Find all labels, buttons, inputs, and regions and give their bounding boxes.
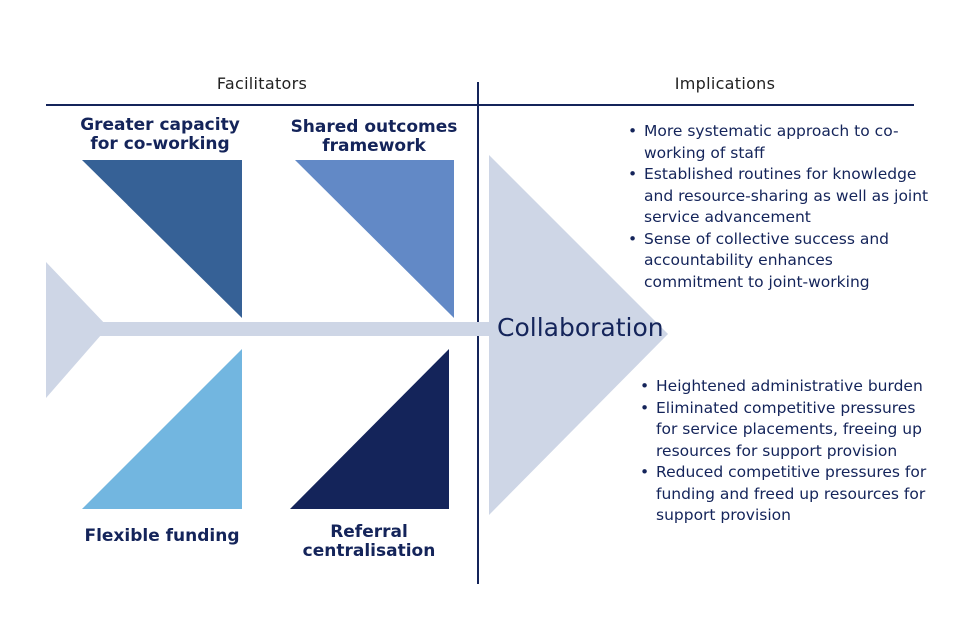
- implications-negative-list: Heightened administrative burden Elimina…: [638, 376, 941, 527]
- list-item: Established routines for knowledge and r…: [628, 164, 934, 229]
- triangle-flexible-funding: [82, 349, 242, 509]
- right-header-rule: [478, 104, 914, 106]
- list-item: Heightened administrative burden: [640, 376, 941, 398]
- label-text: Shared outcomes framework: [290, 117, 458, 156]
- list-item: Reduced competitive pressures for fundin…: [640, 462, 941, 527]
- label-referral-centralisation: Referral centralisation: [269, 523, 469, 561]
- facilitators-header: Facilitators: [216, 74, 308, 93]
- fish-tail: [46, 262, 108, 398]
- label-text: Referral centralisation: [302, 522, 436, 561]
- collaboration-label: Collaboration: [497, 313, 664, 342]
- label-flexible-funding: Flexible funding: [62, 527, 262, 546]
- implications-header: Implications: [674, 74, 776, 93]
- label-text: Flexible funding: [84, 526, 240, 546]
- left-header-rule: [46, 104, 478, 106]
- list-item: More systematic approach to co-working o…: [628, 121, 934, 164]
- fish-spine: [100, 322, 500, 336]
- implications-positive-list: More systematic approach to co-working o…: [626, 121, 934, 293]
- label-shared-outcomes: Shared outcomes framework: [274, 118, 474, 156]
- triangle-shared-outcomes: [295, 160, 454, 318]
- list-item: Sense of collective success and accounta…: [628, 229, 934, 294]
- triangle-referral: [290, 349, 449, 509]
- triangle-co-working: [82, 160, 242, 318]
- label-greater-capacity: Greater capacity for co-working: [60, 116, 260, 154]
- fish-head-arrow: [489, 155, 668, 515]
- label-text: Greater capacity for co-working: [80, 115, 240, 154]
- list-item: Eliminated competitive pressures for ser…: [640, 398, 941, 463]
